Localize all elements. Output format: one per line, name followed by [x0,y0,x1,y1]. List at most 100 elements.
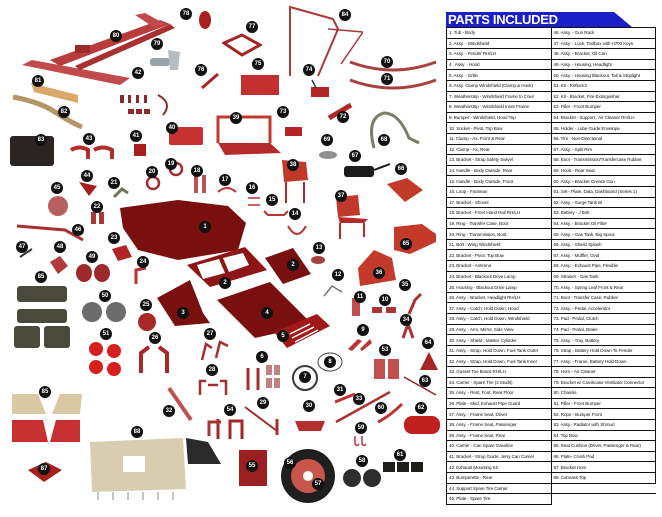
part-callout-75: 75 [252,58,264,70]
part-callout-48: 48 [54,241,66,253]
part-callout-53: 53 [379,344,391,356]
part-item [551,493,656,505]
part-item: 36. Plate - Skid, Exhaust Pipe Guard [446,397,552,410]
part-callout-15: 15 [266,194,278,206]
part-item: 64. Assy. - Bracket Oil Filter [550,217,656,230]
parts-table-row: 32. Assy. - Strap, Hold Down, Fuel Tank … [446,355,656,367]
parts-table-row: 44. Support Spare Tire Carrier [446,482,656,495]
part-item: 28. Assy. - Catch, Hold Down, Windshield [446,313,552,325]
part-callout-24: 24 [137,256,149,268]
part-callout-31: 31 [334,384,346,396]
part-callout-9: 9 [357,324,369,336]
part-item: 16. Loop - Footman [446,185,552,198]
part-callout-44: 44 [81,170,93,182]
top-bow-pivot-socket-illustration [372,307,396,313]
exhaust-kit-illustration [120,94,168,116]
part-item: 29. Assy. - Arm, Mirror, Side View [446,323,552,336]
parts-table-row: 6. Assy. Clamp Windshield (Clamp & Hook)… [446,79,656,92]
reflector-kit-illustration [89,342,121,376]
part-item: 86. Plate- Crush Pad [550,450,656,463]
part-callout-33: 33 [353,393,365,405]
part-callout-13: 13 [313,242,325,254]
windshield-catch-illustration [198,379,228,395]
part-callout-87: 87 [38,463,50,475]
horn-illustration [199,11,211,29]
data-plates-illustration [383,462,423,472]
part-callout-63: 63 [419,375,431,387]
part-callout-62: 62 [415,402,427,414]
part-callout-3: 3 [177,307,189,319]
part-item: 84. Top Bow [550,429,656,442]
part-callout-5: 5 [277,330,289,342]
part-item: 48. Assy. - Bracket, Oil Can [550,48,656,60]
headlight-housing-illustration [76,264,110,282]
rear-handle-illustration [287,225,307,235]
fuel-tank-strap-bracket-illustration [167,386,193,422]
part-callout-57: 57 [312,478,324,490]
part-item: 67. Assy. - Muffler, Oval [550,249,656,262]
part-callout-21: 21 [108,177,120,189]
windshield-clamp-illustration [246,365,280,390]
part-item: 46. Assy. - Gun Rack [550,27,656,39]
part-item: 56. Tire - Non-Directional [550,132,656,145]
part-item: 87. Bracket Horn [550,461,656,473]
battery-j-bolt-illustration [403,376,437,396]
part-item: 13. Bracket - Strap Safety Swivel [446,154,552,166]
part-item: 24. Bracket - Blackout Drive Lamp [446,270,552,283]
part-callout-16: 16 [246,182,258,194]
part-item: 65. Assy. - Gas Tank, Big Spout [550,228,656,240]
part-callout-55: 55 [246,460,258,472]
toe-board-gusset-illustration [207,420,221,436]
part-callout-42: 42 [132,67,144,79]
top-bow-pivot-bracket-illustration [91,212,104,224]
part-callout-67: 67 [349,150,361,162]
gun-rack-illustration [16,224,84,242]
part-item: 43. Bumperette - Rear [446,471,552,484]
parts-table-row: 31. Assy. - Strap, Hold Down, Fuel Tank … [446,344,656,357]
part-item: 68. Assy. - Exhaust Pipe, Flexible [550,260,656,272]
part-callout-85: 85 [39,386,51,398]
rear-floor-foot-rest-illustration [407,292,423,315]
part-callout-50: 50 [99,290,111,302]
part-callout-80: 80 [110,30,122,42]
hood-catch-illustration [200,340,229,361]
part-item: 34. Carrier - Spare Tire (3 Studs) [446,376,552,389]
seat-cushions-illustration [14,286,70,348]
parts-table-row: 28. Assy. - Catch, Hold Down, Windshield… [446,313,656,325]
rear-seat-hooks-illustration [354,436,367,447]
part-callout-47: 47 [16,241,28,253]
part-callout-6: 6 [256,351,268,363]
part-callout-71: 71 [381,73,393,85]
part-callout-29: 29 [257,397,269,409]
tub-body-illustration [120,200,246,260]
part-item: 33. Gusset Toe Board RH/LH [446,366,552,378]
jerry-can-guide-illustration [134,144,146,156]
part-item: 70. Assy. - Spring Leaf Front & Rear [550,281,656,293]
part-item: 50. Assy. - Housing Blackout, Tail & Sto… [550,69,656,81]
part-callout-22: 22 [91,201,103,213]
part-callout-56: 56 [284,457,296,469]
part-item: 62. Assy. - Surge Tank Bl [550,196,656,209]
part-item: 39. Assy. - Frame Seat, Rear [446,429,552,442]
part-callout-49: 49 [86,251,98,263]
part-callout-84: 84 [339,9,351,21]
part-item: 1. Tub - Body [446,27,552,39]
part-item: 55. Holder - Lube Guide Envelope [550,122,656,134]
part-item: 9. Bumper - Windshield, Hood Top [446,111,552,124]
part-callout-73: 73 [277,106,289,118]
antenna-bracket-illustration [112,245,132,261]
part-item: 41. Bracket - Strap Guide, Jerry Can Car… [446,450,552,463]
